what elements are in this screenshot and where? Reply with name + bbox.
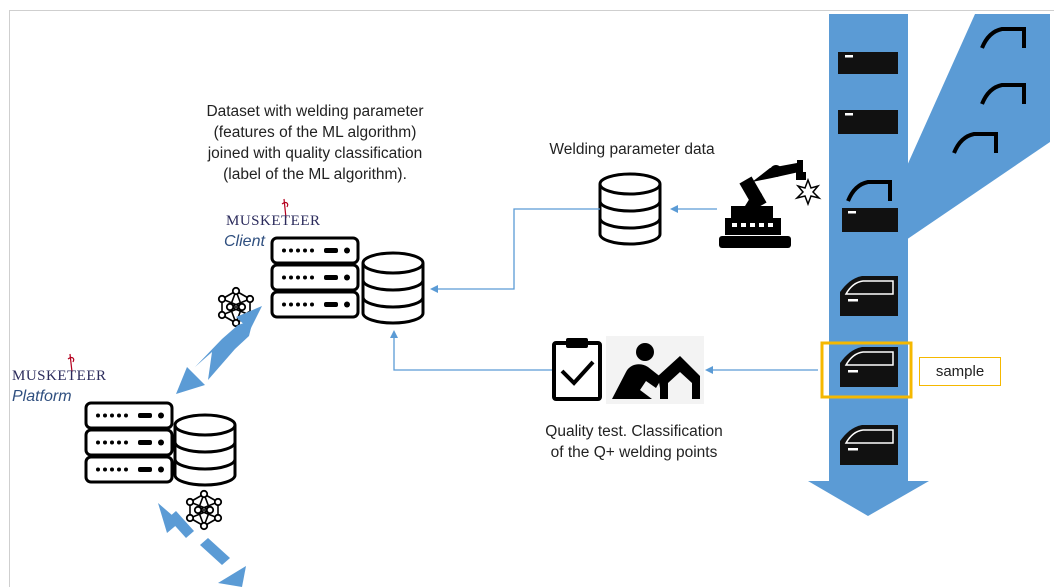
car-door-icon <box>842 208 898 232</box>
left-border <box>9 10 10 587</box>
sample-label: sample <box>919 357 1001 386</box>
platform-role-label: Platform <box>12 388 72 405</box>
database-icon <box>173 413 237 487</box>
client-brand-name: MUSKETEER <box>226 213 321 229</box>
database-icon <box>361 251 425 325</box>
quality-caption-line: of the Q+ welding points <box>550 444 718 461</box>
conveyor-branch <box>906 14 1050 240</box>
client-platform-arrow <box>176 306 262 394</box>
dataset-caption-line: (label of the ML algorithm). <box>223 166 407 183</box>
conveyor-arrow <box>808 14 929 516</box>
top-border <box>9 10 1054 11</box>
sample-highlight <box>820 341 913 399</box>
musketeer-logo-mark <box>67 198 289 373</box>
inspector-icon <box>606 336 704 404</box>
client-role-label: Client <box>224 233 265 250</box>
network-icon <box>185 489 223 531</box>
robot-arm-icon <box>719 160 822 248</box>
database-icon <box>598 172 662 246</box>
quality-caption-line: Quality test. Classification <box>545 423 723 440</box>
quality-caption: Quality test. Classification of the Q+ w… <box>516 421 752 463</box>
server-icon <box>84 401 174 484</box>
dataset-caption-line: Dataset with welding parameter <box>206 103 424 120</box>
welding-data-label: Welding parameter data <box>549 141 715 158</box>
car-door-icon <box>838 110 898 134</box>
platform-brand-name: MUSKETEER <box>12 368 107 384</box>
dataset-caption: Dataset with welding parameter (features… <box>180 101 450 185</box>
clipboard-check-icon <box>552 338 602 401</box>
car-door-icon <box>838 52 898 74</box>
platform-down-arrow <box>158 503 246 587</box>
connector-lines <box>393 208 818 371</box>
server-icon <box>270 236 360 319</box>
connector-arrowheads <box>390 205 713 374</box>
dataset-caption-line: (features of the ML algorithm) <box>213 124 417 141</box>
dataset-caption-line: joined with quality classification <box>207 145 423 162</box>
